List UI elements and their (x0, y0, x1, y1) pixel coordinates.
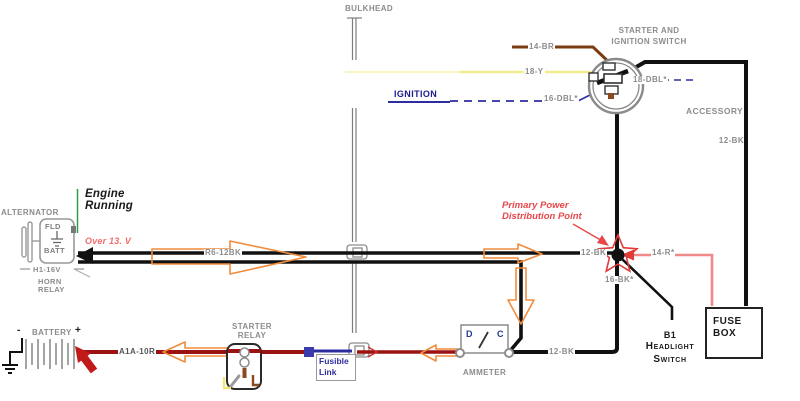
wire-label-14br: 14-BR (528, 42, 556, 51)
wire-16bk (620, 257, 674, 320)
alternator-batt-label: BATT (44, 246, 66, 255)
alternator-fld-label: FLD (45, 222, 61, 231)
alternator-label: ALTERNATOR (1, 208, 59, 217)
wire-label-r6-12bk: R6-12BK (204, 248, 243, 257)
bulkhead-label: BULKHEAD (345, 4, 394, 13)
starter-relay-label-line1: STARTER (232, 322, 272, 331)
accessory-wire (623, 60, 748, 306)
ignition-switch-title-line1: STARTER AND (618, 26, 680, 35)
distribution-annotation-line2: Distribution Point (502, 211, 582, 222)
wire-label-16bk: 16-BK* (604, 275, 635, 284)
ammeter-c-terminal-label: C (497, 329, 504, 339)
ground-icon (2, 338, 23, 374)
horn-relay-label-line2: RELAY (38, 285, 65, 294)
engine-running-note-line1: Engine (85, 188, 125, 200)
battery-label: BATTERY (32, 328, 72, 337)
headlight-switch-label-line1: Headlight (645, 341, 695, 352)
battery-icon (25, 339, 75, 369)
over-13v-note: Over 13. V (85, 236, 132, 246)
headlight-switch-label-line2: Switch (653, 354, 687, 365)
wire-label-18y: 18-Y (524, 67, 545, 76)
starter-relay-icon (222, 343, 262, 390)
accessory-label: ACCESSORY (686, 106, 744, 116)
annotation-arrow-icon (572, 223, 609, 246)
charge-arrow-icon (75, 346, 98, 374)
ammeter-icon (455, 324, 514, 358)
headlight-switch-b1: B1 (663, 330, 677, 340)
fusible-link-connector (304, 347, 314, 357)
fuse-box-label-line1: FUSE (713, 316, 742, 327)
battery-plus-label: + (75, 325, 82, 336)
ignition-switch-icon (587, 57, 645, 115)
alternator-batt-terminal (76, 247, 93, 264)
wire-label-12bk-ammeter: 12-BK (548, 347, 576, 356)
ammeter-d-terminal-label: D (466, 329, 473, 339)
bulkhead-line (347, 17, 362, 333)
wire-label-a1a-10r: A1A-10R (118, 347, 157, 356)
wire-14r (621, 249, 714, 306)
alternator-output-wires (78, 251, 614, 353)
junction-dot (611, 248, 625, 262)
ammeter-label: AMMETER (462, 368, 507, 377)
wire-label-12bk-main: 12-BK (580, 248, 608, 257)
wire-label-18dbl: 18-DBL* (632, 75, 668, 84)
fusible-link-line1: Fusible (319, 356, 349, 366)
fusible-link-line2: Link (319, 367, 337, 377)
distribution-annotation-line1: Primary Power (502, 200, 569, 211)
alternator-icon (20, 218, 91, 278)
ground-icon (51, 231, 63, 247)
main-feed-wire (512, 98, 619, 354)
ignition-label: IGNITION (394, 89, 438, 99)
starter-relay-label-line2: RELAY (237, 331, 267, 340)
connector-red-mark (367, 346, 379, 358)
horn-relay-label-line1: HORN (38, 277, 62, 286)
wire-label-12bk-accessory: 12-BK (718, 136, 744, 145)
ignition-switch-title-line2: IGNITION SWITCH (611, 37, 687, 46)
fuse-box-label-line2: BOX (713, 328, 737, 339)
engine-running-note-line2: Running (85, 200, 134, 212)
fusible-link-label: Fusible Link (316, 354, 356, 381)
distribution-star-icon (597, 232, 639, 273)
battery-minus-label: - (17, 325, 21, 336)
h1-16v-label: H1-16V (33, 265, 61, 274)
wire-label-16dbl: 16-DBL* (543, 94, 579, 103)
wire-label-14r: 14-R* (651, 248, 676, 257)
fuse-box-outline (705, 307, 763, 359)
